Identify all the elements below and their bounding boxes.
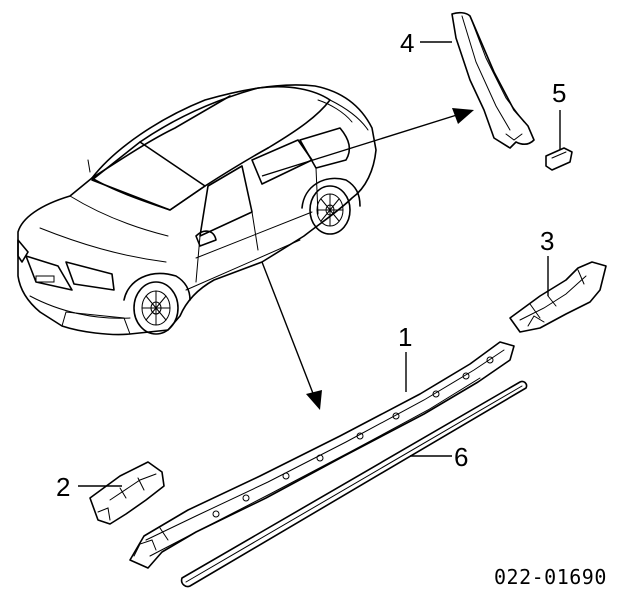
callout-2: 2 — [56, 472, 70, 502]
part-3-end-cap — [509, 261, 607, 333]
part-6-moulding-strip — [180, 380, 528, 588]
arrow-to-part-4 — [261, 108, 474, 177]
arrow-to-part-1 — [261, 261, 322, 410]
callout-6: 6 — [454, 442, 468, 472]
callout-4: 4 — [400, 28, 414, 58]
part-4-pillar-trim — [451, 11, 535, 149]
callout-3: 3 — [540, 226, 554, 256]
part-5-clip — [545, 147, 573, 171]
car-illustration — [17, 84, 377, 336]
callout-5: 5 — [552, 78, 566, 108]
diagram-code: 022-01690 — [494, 565, 607, 589]
callout-1: 1 — [398, 322, 412, 352]
part-2-bracket — [89, 461, 165, 525]
part-1-rocker-panel — [129, 341, 515, 569]
